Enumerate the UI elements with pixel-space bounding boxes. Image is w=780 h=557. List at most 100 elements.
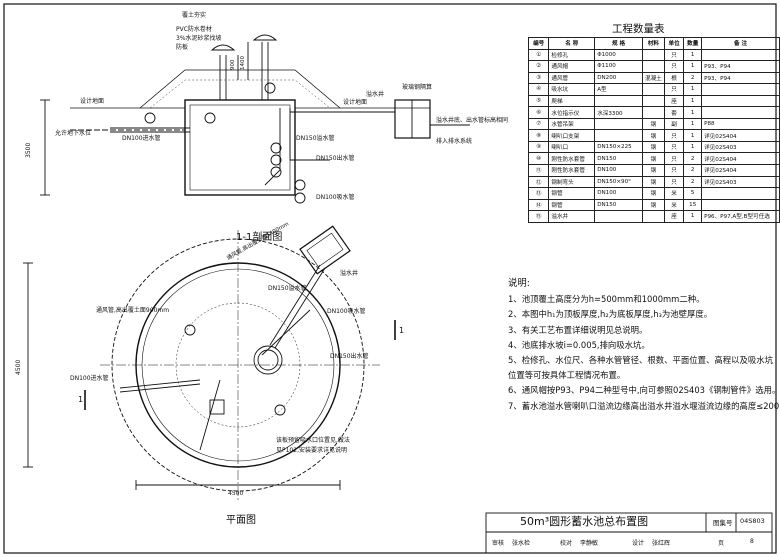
cell-unit: 米 xyxy=(663,198,685,212)
note-item: 6、通风帽按P93、P94二种型号中,向可参照02S403《钢制管件》选用。 xyxy=(508,385,780,396)
cell-material xyxy=(641,48,665,62)
plan-label-sump-note: 该板预留吸水口位置见,做法 xyxy=(276,436,350,444)
cell-remark: 详见02S404 xyxy=(701,164,780,177)
cell-name: 水管吊架 xyxy=(548,117,596,131)
cell-spec: Φ1100 xyxy=(594,60,643,73)
cell-spec: DN150 xyxy=(594,198,643,212)
cell-spec: DN150 xyxy=(594,152,643,165)
cell-no: ④ xyxy=(527,83,550,96)
cell-name: 钢制弯头 xyxy=(548,175,596,189)
cell-qty: 1 xyxy=(683,210,703,223)
label-drain-system: 排入排水系统 xyxy=(436,137,472,145)
table-title: 工程数量表 xyxy=(612,23,665,35)
cell-unit: 副 xyxy=(663,117,685,131)
cell-qty: 2 xyxy=(683,152,703,165)
plan-dim-4500-horizontal: 4500 xyxy=(228,490,243,497)
note-item: 7、蓄水池溢水管喇叭口溢流边缘高出溢水井溢水堰溢流边缘的高度≤200mm。 xyxy=(508,400,780,411)
cell-spec: DN150×90° xyxy=(594,175,643,189)
cell-qty: 1 xyxy=(683,140,703,154)
cell-remark xyxy=(701,187,780,200)
label-design-ground-right: 设计地面 xyxy=(343,98,367,106)
cell-remark xyxy=(701,83,780,96)
cell-spec xyxy=(594,94,643,108)
cell-qty: 15 xyxy=(683,198,703,212)
cell-qty: 2 xyxy=(683,71,703,85)
title-block-page: 8 xyxy=(750,538,754,545)
cell-unit: 只 xyxy=(663,140,685,154)
title-block-review-label: 审核 xyxy=(492,540,505,547)
cell-qty: 1 xyxy=(683,117,703,131)
cell-name: 钢管 xyxy=(548,198,596,212)
cell-no: ⑪ xyxy=(527,164,550,177)
cell-no: ⑥ xyxy=(527,106,550,119)
header-material: 材料 xyxy=(641,37,665,50)
cell-spec: DN150×225 xyxy=(594,140,643,154)
cell-no: ① xyxy=(527,48,550,62)
cell-unit: 只 xyxy=(663,83,685,96)
cell-name: 喇叭口支架 xyxy=(548,129,596,142)
label-overflow-well: 溢水井 xyxy=(366,90,384,98)
dim-900: 900 xyxy=(230,59,236,70)
cell-spec xyxy=(594,129,643,142)
cell-remark: 详见02S403 xyxy=(701,140,780,154)
header-name: 名 称 xyxy=(548,37,596,50)
header-spec: 规 格 xyxy=(594,37,643,50)
cell-unit: 只 xyxy=(663,152,685,165)
cell-qty: 1 xyxy=(683,129,703,142)
cell-material xyxy=(641,60,665,73)
cell-spec: DN100 xyxy=(594,187,643,200)
cell-spec: 水深3300 xyxy=(594,106,643,119)
cell-name: 刚性防水套管 xyxy=(548,164,596,177)
plan-label-overflow-pipe: DN150溢水管 xyxy=(268,284,307,292)
cell-no: ⑮ xyxy=(527,210,550,223)
cell-spec xyxy=(594,117,643,131)
header-remark: 备 注 xyxy=(701,37,780,50)
cell-name: 通风管 xyxy=(548,71,596,85)
label-design-ground-left: 设计地面 xyxy=(80,97,104,105)
cell-material xyxy=(641,106,665,119)
cell-remark xyxy=(701,198,780,212)
label-soil-cover: 覆土夯实 xyxy=(182,11,206,19)
title-block xyxy=(485,512,773,554)
cell-name: 爬梯 xyxy=(548,94,596,108)
cell-qty: 1 xyxy=(683,60,703,73)
cell-material: 钢 xyxy=(641,129,665,142)
cell-name: 钢管 xyxy=(548,187,596,200)
cell-qty: 1 xyxy=(683,106,703,119)
cell-spec: DN200 xyxy=(594,71,643,85)
cell-unit: 米 xyxy=(663,187,685,200)
plan-label-overflow-well: 溢水井 xyxy=(340,269,358,277)
cell-unit: 只 xyxy=(663,60,685,73)
cell-material: 混凝土 xyxy=(641,71,665,85)
cell-remark: P96、P97,A型,B型可任选 xyxy=(701,210,780,223)
header-unit: 单位 xyxy=(663,37,685,50)
label-outlet-pipe: DN150出水管 xyxy=(316,154,355,162)
cell-no: ⑩ xyxy=(527,152,550,165)
plan-label-vent-900: 通风管,高出覆土面900mm xyxy=(96,306,169,314)
note-item: 1、池顶覆土高度分为h=500mm和1000mm二种。 xyxy=(508,294,705,305)
label-inlet-pipe: DN100进水管 xyxy=(122,134,161,142)
cell-unit: 座 xyxy=(663,94,685,108)
cell-material: 钢 xyxy=(641,187,665,200)
cell-name: 吸水坑 xyxy=(548,83,596,96)
title-block-page-label: 页 xyxy=(718,540,725,547)
label-suction-pipe: DN100吸水管 xyxy=(316,193,355,201)
title-block-design-label: 设计 xyxy=(632,540,645,547)
plan-label-outlet-pipe: DN150出水管 xyxy=(330,352,369,360)
label-gravel: 玻璃钢隔算 xyxy=(402,83,432,91)
cell-remark: P88 xyxy=(701,117,780,131)
cell-unit: 座 xyxy=(663,210,685,223)
plan-label-sump-note2: 见P102,安装要求详见说明 xyxy=(276,446,347,454)
